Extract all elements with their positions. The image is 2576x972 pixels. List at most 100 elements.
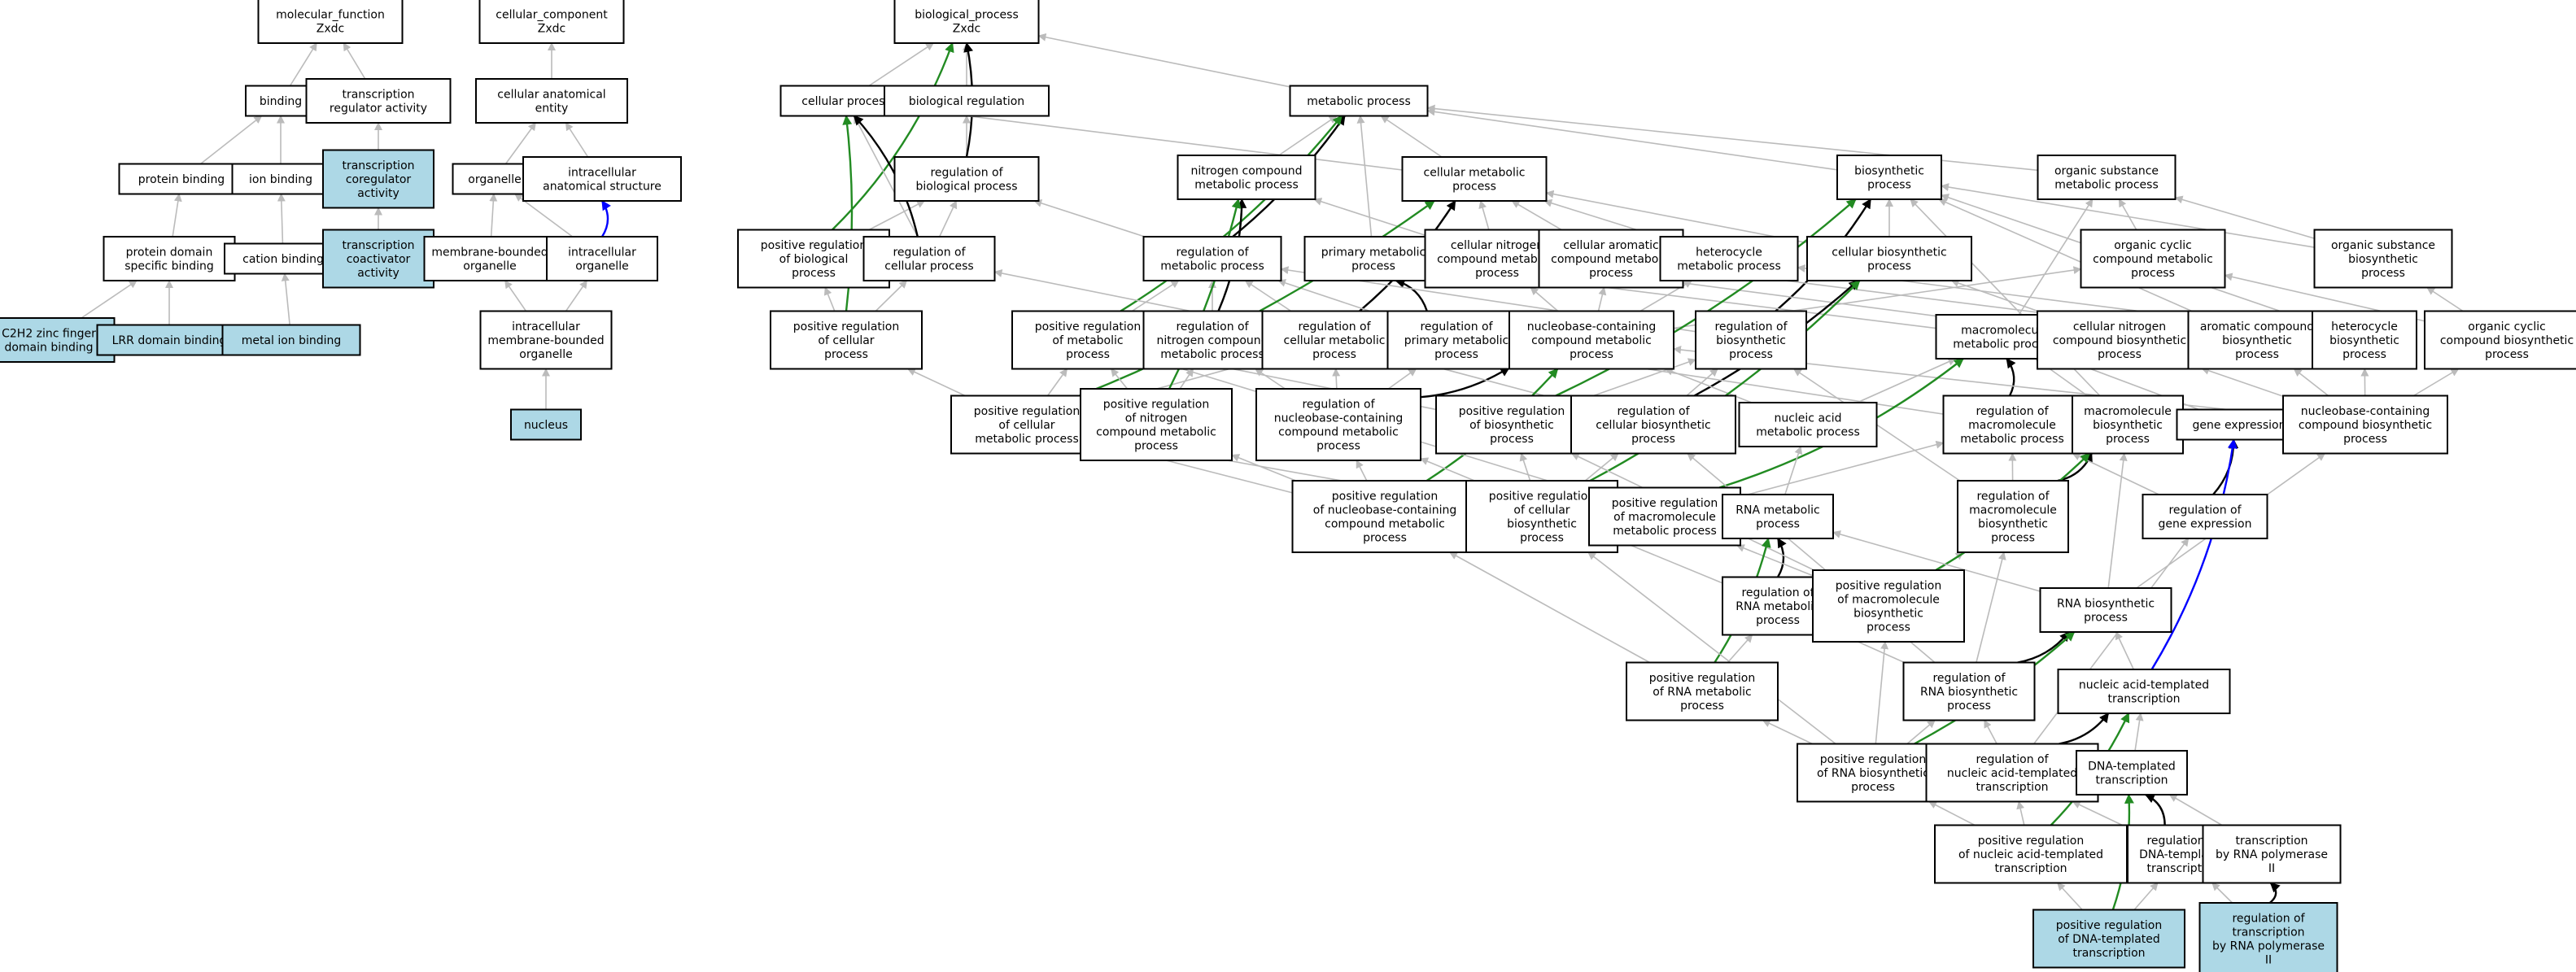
go-term-label-line: process [1867, 179, 1911, 192]
edge-part-of [600, 199, 611, 238]
edge-is-a [1380, 115, 1443, 158]
edge-is-a [1111, 368, 1129, 390]
edge-is-a [1313, 198, 1426, 237]
go-term-box [1695, 310, 1807, 370]
edge-is-a [1857, 358, 1957, 403]
edge-is-a [514, 193, 574, 238]
go-term-label-line: of cellular [998, 419, 1054, 432]
go-term-label-line: regulation of [1176, 246, 1249, 259]
go-term-node-binding: binding [245, 85, 317, 117]
go-term-label-line: positive regulation [1978, 835, 2084, 848]
go-term-node-bioreg: biological regulation [884, 85, 1050, 117]
go-term-label-line: organic substance [2331, 239, 2435, 252]
go-term-label-line: aromatic compound [2200, 320, 2314, 333]
go-term-label-line: by RNA polymerase [2216, 848, 2328, 861]
go-term-label-line: metabolic process [1307, 95, 1411, 108]
go-term-label-line: anatomical structure [543, 181, 661, 194]
go-term-label-line: regulation of [1932, 672, 2006, 685]
go-term-label-line: nucleic acid [1774, 412, 1841, 425]
go-term-label-line: transcription [342, 89, 414, 102]
go-term-label-line: positive regulation [1459, 405, 1565, 418]
go-term-label-line: regulation of [1302, 399, 1375, 412]
edge-is-a [1332, 368, 1341, 390]
go-term-node-lrr: LRR domain binding [96, 324, 242, 356]
go-term-label-line: of biological [779, 253, 849, 266]
go-term-label-line: cellular_component [496, 9, 608, 22]
edge-positively-regulates [1589, 280, 1861, 482]
edge-is-a [565, 122, 589, 158]
go-term-label-line: by RNA polymerase [2212, 940, 2325, 953]
edge-is-a [910, 106, 1403, 171]
go-term-label-line: macromolecule [1969, 504, 2057, 517]
go-term-label-line: process [2106, 433, 2150, 446]
go-term-label-line: cellular anatomical [497, 89, 605, 102]
edge-positively-regulates [832, 41, 954, 231]
go-term-label-line: process [2235, 348, 2279, 361]
go-term-label-line: cellular aromatic [1563, 239, 1659, 252]
go-term-box [1902, 661, 2036, 721]
edge-is-a [1448, 551, 1650, 664]
go-term-label-line: RNA metabolic [1736, 504, 1819, 517]
go-term-label-line: transcription [2107, 693, 2180, 706]
go-term-label-line: process [824, 348, 868, 361]
go-term-label-line: process [1434, 348, 1478, 361]
go-term-label-line: process [1363, 532, 1407, 545]
go-term-label-line: heterocycle [1696, 246, 1762, 259]
go-term-label-line: C2H2 zinc finger [2, 328, 96, 341]
go-term-label-line: transcription [1976, 781, 2048, 794]
go-term-node-metal: metal ion binding [221, 324, 361, 356]
edge-is-a [938, 200, 958, 238]
edge-is-a [1875, 641, 1889, 744]
go-term-label-line: specific binding [124, 260, 214, 273]
go-term-label-line: positive regulation [1035, 320, 1141, 333]
edge-regulates [1420, 366, 1511, 399]
go-term-box [0, 317, 116, 363]
go-term-label-line: nitrogen compound [1156, 334, 1268, 347]
go-term-box [510, 408, 582, 441]
edge-is-a [1727, 634, 1753, 664]
go-term-label-line: gene expression [2159, 518, 2252, 531]
go-term-label-line: regulation of [1617, 405, 1690, 418]
go-term-label-line: process [1570, 348, 1613, 361]
go-term-label-line: compound metabolic [1278, 426, 1399, 439]
go-term-label-line: of metabolic [1052, 334, 1123, 347]
go-term-label-line: process [2343, 433, 2387, 446]
go-term-label-line: compound metabolic [1437, 253, 1557, 266]
go-term-label-line: primary metabolic [1321, 246, 1426, 259]
edge-is-a [1131, 280, 1180, 312]
edge-is-a [1928, 800, 1976, 826]
edge-is-a [2107, 452, 2128, 589]
edge-is-a [1950, 279, 2038, 312]
go-term-label-line: regulation of [1976, 490, 2050, 503]
go-term-box [1289, 85, 1429, 117]
go-term-label-line: regulation of [2146, 835, 2220, 848]
go-term-box [96, 324, 242, 356]
go-term-label-line: process [1947, 700, 1991, 713]
go-term-node-prot-bind: protein binding [118, 163, 245, 195]
go-term-box [884, 85, 1050, 117]
edge-is-a [1179, 368, 1194, 390]
go-term-label-line: transcription [2072, 947, 2145, 960]
go-term-label-line: process [1867, 260, 1911, 273]
go-term-label-line: cellular biosynthetic [1596, 419, 1710, 432]
go-term-box [1659, 236, 1799, 281]
go-term-label-line: metabolic process [1613, 525, 1717, 538]
go-term-label-line: nucleobase-containing [1527, 320, 1657, 333]
go-term-label-line: RNA metabolic [1736, 600, 1819, 613]
go-term-label-line: biological process [916, 181, 1018, 194]
go-term-label-line: of nitrogen [1125, 412, 1188, 425]
go-term-box [221, 324, 361, 356]
edge-is-a [565, 280, 588, 312]
go-term-box [1957, 480, 2069, 553]
go-term-label-line: metabolic process [1960, 433, 2064, 446]
